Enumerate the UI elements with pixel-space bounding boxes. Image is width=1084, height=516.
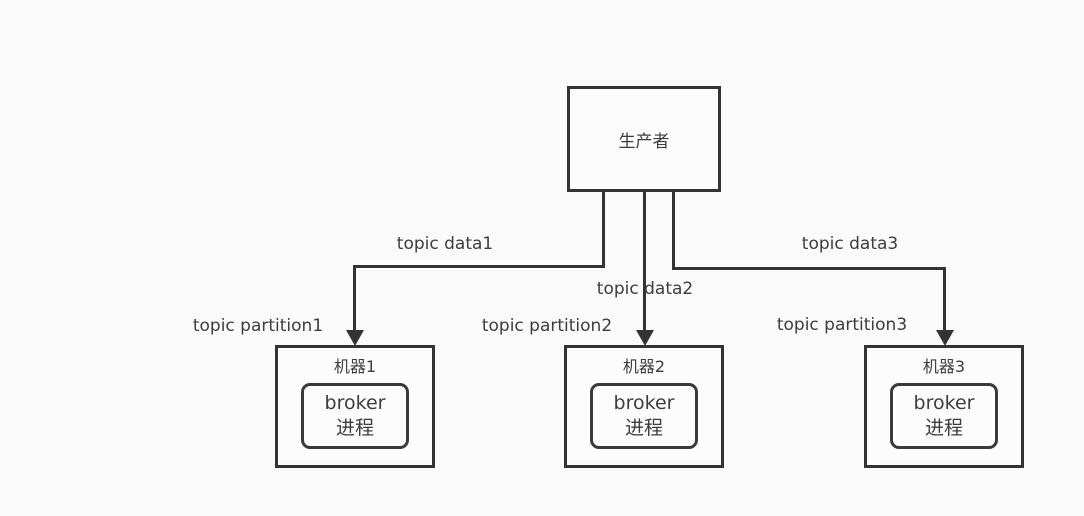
machine2-broker-label: broker [613,392,675,414]
machine2-box: 机器2 broker 进程 [564,345,724,468]
producer-label: 生产者 [618,131,670,152]
machine2-process-label: 进程 [624,417,663,439]
flow2-vertical-line [643,190,646,330]
machine1-process-label: 进程 [335,417,374,439]
machine1-broker-process-box: broker 进程 [301,383,409,449]
machine2-name: 机器2 [622,357,666,376]
flow2-partition-label: topic partition2 [481,316,613,336]
flow1-stub-line [602,190,605,268]
machine1-name: 机器1 [333,357,377,376]
machine3-process-label: 进程 [924,417,963,439]
machine1-box: 机器1 broker 进程 [275,345,435,468]
machine1-broker-label: broker [324,392,386,414]
flow3-arrowhead-icon [936,330,954,346]
flow3-horizontal-line [672,267,946,270]
producer-box: 生产者 [567,86,721,192]
flow1-topic-label: topic data1 [396,234,494,254]
machine3-name: 机器3 [922,357,966,376]
machine3-box: 机器3 broker 进程 [864,345,1024,468]
flow2-topic-label: topic data2 [596,279,694,299]
flow3-topic-label: topic data3 [801,234,899,254]
flow1-horizontal-line [353,265,605,268]
flow1-vertical-line [353,265,356,332]
flow2-arrowhead-icon [636,330,654,346]
machine3-broker-process-box: broker 进程 [890,383,998,449]
flow1-partition-label: topic partition1 [192,316,324,336]
flow3-stub-line [672,190,675,270]
flow3-partition-label: topic partition3 [776,315,908,335]
flow3-vertical-line [943,267,946,332]
machine2-broker-process-box: broker 进程 [590,383,698,449]
machine3-broker-label: broker [913,392,975,414]
flow1-arrowhead-icon [346,330,364,346]
